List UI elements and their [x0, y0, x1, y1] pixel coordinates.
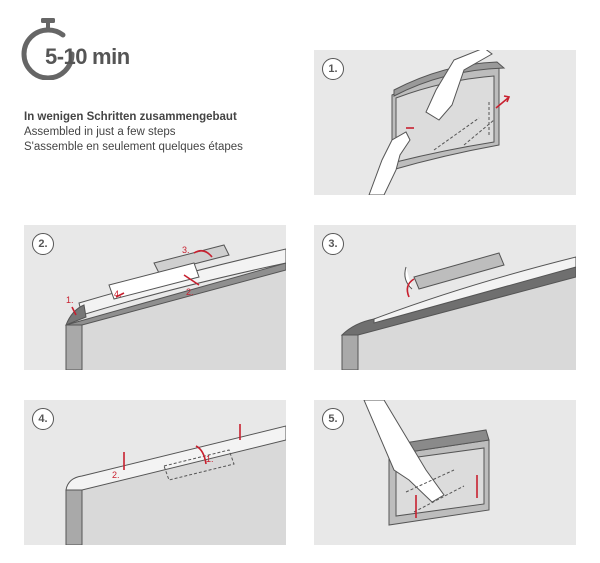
callout-3: 3. — [182, 245, 190, 255]
callout-4: 4. — [114, 289, 122, 299]
step-number: 3. — [322, 233, 344, 255]
intro-line-en: Assembled in just a few steps — [24, 125, 243, 140]
step-3-panel: 3. — [314, 225, 576, 370]
step-4-panel: 4. 2. 1. — [24, 400, 286, 545]
callout-1: 1. — [206, 454, 214, 464]
step-number: 5. — [322, 408, 344, 430]
intro-line-fr: S'assemble en seulement quelques étapes — [24, 140, 243, 155]
step-number: 2. — [32, 233, 54, 255]
step-number: 1. — [322, 58, 344, 80]
step-3-illustration — [314, 225, 576, 370]
intro-line-de: In wenigen Schritten zusammengebaut — [24, 110, 243, 125]
step-1-panel: 1. — [314, 50, 576, 195]
step-4-illustration: 2. 1. — [24, 400, 286, 545]
step-5-illustration — [314, 400, 576, 545]
callout-1: 1. — [66, 295, 74, 305]
callout-2: 2. — [186, 287, 194, 297]
step-2-panel: 2. 1. 2. 3. 4. — [24, 225, 286, 370]
step-5-panel: 5. — [314, 400, 576, 545]
intro-text: In wenigen Schritten zusammengebaut Asse… — [24, 110, 243, 155]
callout-2: 2. — [112, 470, 120, 480]
step-number: 4. — [32, 408, 54, 430]
step-1-illustration — [314, 50, 576, 195]
step-2-illustration: 1. 2. 3. 4. — [24, 225, 286, 370]
